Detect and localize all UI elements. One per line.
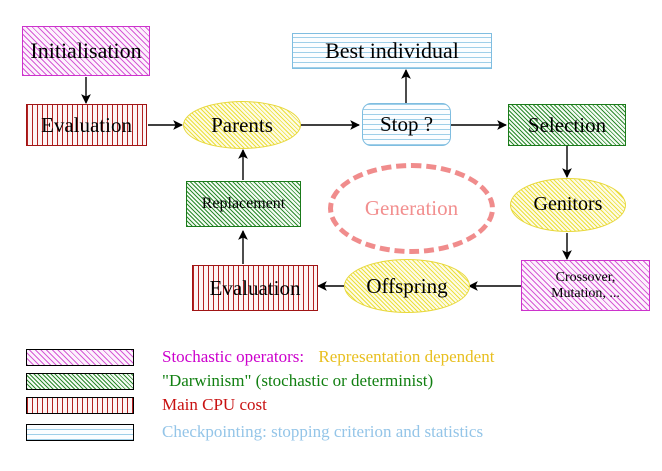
node-crossover-mutation[interactable]: Crossover, Mutation, ...	[521, 260, 650, 311]
legend-row-checkpointing: Checkpointing: stopping criterion and st…	[26, 422, 483, 442]
legend-swatch-blue-horizontal-hatch	[26, 423, 134, 441]
node-evaluation-bottom-label: Evaluation	[209, 275, 301, 300]
legend-text-stochastic-operators-secondary: Representation dependent	[318, 347, 495, 366]
legend-text-darwinism: "Darwinism" (stochastic or determinist)	[162, 371, 434, 390]
node-replacement-label: Replacement	[201, 195, 286, 213]
node-parents-label: Parents	[211, 112, 273, 137]
node-best-individual-label: Best individual	[325, 38, 459, 64]
node-stop[interactable]: Stop ?	[362, 103, 451, 146]
legend-text-checkpointing: Checkpointing: stopping criterion and st…	[162, 422, 484, 441]
node-initialisation[interactable]: Initialisation	[22, 26, 150, 76]
legend-row-main-cpu-cost: Main CPU cost	[26, 395, 267, 415]
node-generation-label: Generation	[364, 196, 459, 220]
node-genitors-label: Genitors	[533, 193, 603, 216]
node-offspring-label: Offspring	[366, 273, 448, 298]
legend-swatch-magenta-diagonal-hatch	[26, 348, 134, 366]
legend-swatch-green-diagonal-hatch	[26, 372, 134, 390]
node-generation: Generation	[328, 163, 495, 254]
legend: Stochastic operators: Representation dep…	[0, 338, 662, 458]
node-replacement[interactable]: Replacement	[186, 181, 301, 227]
legend-text-main-cpu-cost: Main CPU cost	[162, 395, 267, 414]
node-selection[interactable]: Selection	[508, 104, 626, 146]
node-genitors[interactable]: Genitors	[510, 178, 626, 232]
legend-row-darwinism: "Darwinism" (stochastic or determinist)	[26, 371, 433, 391]
node-evaluation-top[interactable]: Evaluation	[26, 104, 147, 146]
legend-text-stochastic-operators: Stochastic operators: Representation dep…	[162, 347, 494, 367]
legend-row-stochastic-operators: Stochastic operators: Representation dep…	[26, 347, 494, 367]
node-best-individual[interactable]: Best individual	[292, 33, 492, 69]
node-initialisation-label: Initialisation	[30, 38, 142, 64]
node-offspring[interactable]: Offspring	[344, 259, 470, 313]
legend-text-stochastic-operators-primary: Stochastic operators:	[162, 347, 305, 366]
node-evaluation-bottom[interactable]: Evaluation	[192, 265, 318, 311]
legend-swatch-red-vertical-hatch	[26, 396, 134, 414]
node-crossover-mutation-label-line2: Mutation, ...	[551, 285, 620, 301]
node-crossover-mutation-label-line1: Crossover,	[555, 270, 616, 286]
node-evaluation-top-label: Evaluation	[41, 112, 132, 137]
node-stop-label: Stop ?	[379, 112, 434, 137]
node-parents[interactable]: Parents	[183, 101, 301, 149]
node-selection-label: Selection	[527, 112, 607, 137]
